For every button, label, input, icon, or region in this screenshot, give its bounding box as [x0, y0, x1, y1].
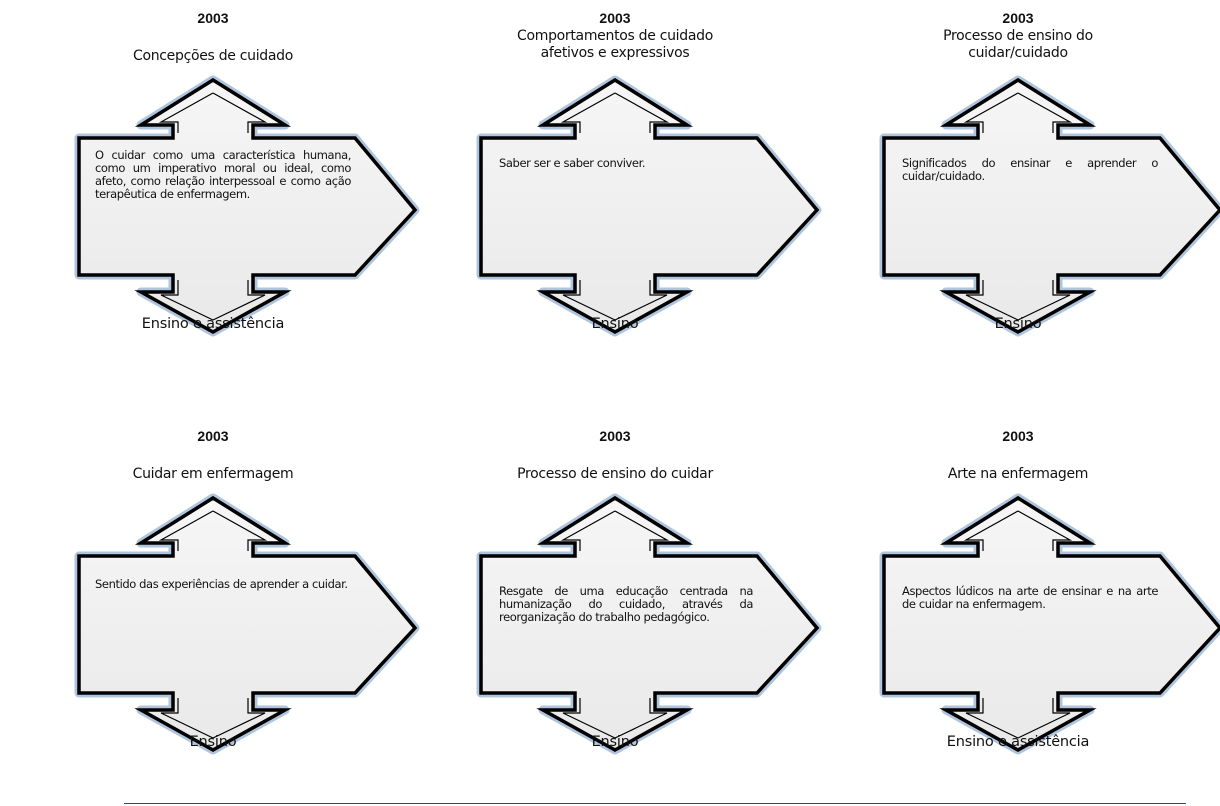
quad-arrow-shape	[476, 75, 822, 337]
card-title: Concepções de cuidado	[132, 48, 294, 64]
card-description: Saber ser e saber conviver.	[499, 156, 646, 170]
card-description: Aspectos lúdicos na arte de ensinar e na…	[902, 584, 1158, 611]
card-title: Comportamentos de cuidado afetivos e exp…	[516, 28, 713, 61]
card-bottom-label: Ensino e assistência	[946, 734, 1090, 750]
card-title: Processo de ensino do cuidar/cuidado	[943, 28, 1093, 61]
quad-arrow-shape	[879, 75, 1220, 337]
card-description: Resgate de uma educação centrada na huma…	[499, 584, 753, 624]
card-year: 2003	[1002, 428, 1034, 444]
card-description: Sentido das experiências de aprender a c…	[95, 577, 348, 591]
card-bottom-label: Ensino	[189, 734, 237, 750]
card-title: Cuidar em enfermagem	[132, 466, 294, 482]
diagram-card-3: 2003 Processo de ensino do cuidar/cuidad…	[818, 0, 1220, 380]
diagram-card-1: 2003 Concepções de cuidado O cuidar como…	[13, 0, 420, 380]
card-bottom-label: Ensino	[994, 316, 1042, 332]
card-title: Arte na enfermagem	[947, 466, 1089, 482]
quad-arrow-shape	[476, 493, 822, 755]
card-year: 2003	[197, 10, 229, 26]
quad-arrow-shape	[74, 75, 420, 337]
quad-arrow-shape	[879, 493, 1220, 755]
card-year: 2003	[599, 10, 631, 26]
card-bottom-label: Ensino	[591, 316, 639, 332]
card-bottom-label: Ensino	[591, 734, 639, 750]
card-year: 2003	[599, 428, 631, 444]
diagram-card-5: 2003 Processo de ensino do cuidar Resgat…	[415, 418, 822, 798]
card-year: 2003	[1002, 10, 1034, 26]
card-title: Processo de ensino do cuidar	[517, 466, 713, 482]
diagram-card-6: 2003 Arte na enfermagem Aspectos lúdicos…	[818, 418, 1220, 798]
quad-arrow-shape	[74, 493, 420, 755]
card-description: Significados do ensinar e aprender o cui…	[902, 156, 1158, 183]
footer-divider	[124, 803, 1186, 804]
diagram-card-4: 2003 Cuidar em enfermagem Sentido das ex…	[13, 418, 420, 798]
card-description: O cuidar como uma característica humana,…	[95, 148, 351, 201]
diagram-card-2: 2003 Comportamentos de cuidado afetivos …	[415, 0, 822, 380]
card-year: 2003	[197, 428, 229, 444]
card-bottom-label: Ensino e assistência	[141, 316, 285, 332]
